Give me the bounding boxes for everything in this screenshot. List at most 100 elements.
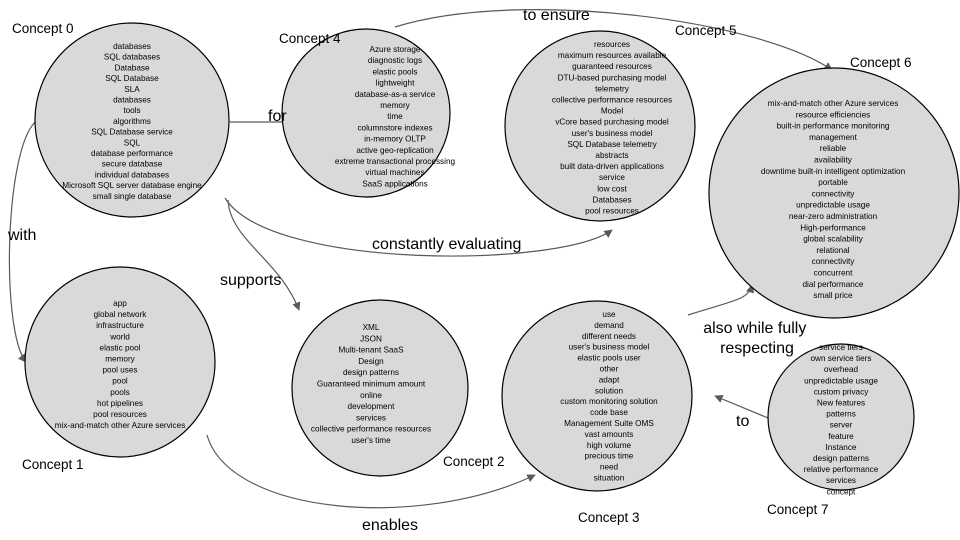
edge-constantly-evaluating <box>224 197 613 257</box>
concept-7-terms: service tiers own service tiers overhead… <box>804 343 879 496</box>
concept-term: user's time <box>351 436 391 445</box>
concept-term: global scalability <box>803 235 864 244</box>
concept-term: different needs <box>582 332 636 341</box>
concept-term: database performance <box>91 149 173 158</box>
concept-titles: Concept 0 Concept 1 Concept 2 Concept 3 … <box>12 21 912 525</box>
concept-term: server <box>830 421 853 430</box>
concept-term: custom privacy <box>814 387 870 396</box>
concept-term: resources <box>594 40 630 49</box>
concept-1-circle <box>24 266 216 458</box>
concept-term: adapt <box>599 375 620 384</box>
concept-term: connectivity <box>812 189 856 198</box>
concept-term: elastic pools <box>372 67 417 76</box>
concept-5-circle <box>504 30 696 222</box>
concept-term: vast amounts <box>585 430 634 439</box>
concept-term: SQL Database telemetry <box>567 140 657 149</box>
concept-term: high volume <box>587 441 632 450</box>
concept-term: elastic pools user <box>577 354 641 363</box>
concept-term: pool uses <box>102 366 137 375</box>
edge-enables <box>206 434 536 509</box>
concept-term: lightweight <box>376 79 415 88</box>
concept-term: guaranteed resources <box>572 62 652 71</box>
concept-term: active geo-replication <box>356 146 434 155</box>
concept-term: algorithms <box>113 117 151 126</box>
concept-4-terms: Azure storage diagnostic logs elastic po… <box>335 45 456 188</box>
concept-term: Instance <box>826 443 857 452</box>
concept-5-terms: resources maximum resources available gu… <box>552 40 672 216</box>
concept-term: design patterns <box>813 454 869 463</box>
concept-term: small single database <box>93 192 172 201</box>
concept-term: concept <box>827 487 856 496</box>
concept-term: concurrent <box>814 269 853 278</box>
concept-term: pool resources <box>93 410 147 419</box>
concept-circles <box>24 22 960 492</box>
concept-term: solution <box>595 386 624 395</box>
concept-term: vCore based purchasing model <box>555 118 669 127</box>
concept-3-circle <box>501 300 693 492</box>
concept-term: DTU-based purchasing model <box>558 73 667 82</box>
concept-term: portable <box>818 178 848 187</box>
edge-label-supports: supports <box>220 272 281 289</box>
concept-term: code base <box>590 408 628 417</box>
concept-term: secure database <box>102 160 163 169</box>
concept-term: telemetry <box>595 84 630 93</box>
concept-6-terms: mix-and-match other Azure services resou… <box>761 99 906 300</box>
concept-1-terms: app global network infrastructure world … <box>55 299 186 430</box>
concept-term: virtual machines <box>365 168 424 177</box>
concept-term: elastic pool <box>100 343 141 352</box>
concept-term: memory <box>380 101 410 110</box>
concept-2-title: Concept 2 <box>443 454 505 469</box>
edge-labels: for to ensure constantly evaluating with… <box>7 7 811 534</box>
concept-term: abstracts <box>595 151 628 160</box>
concept-2-terms: XML JSON Multi-tenant SaaS Design design… <box>311 323 431 445</box>
concept-1-title: Concept 1 <box>22 457 84 472</box>
concept-term: XML <box>363 323 380 332</box>
concept-term: databases <box>113 42 151 51</box>
concept-term: time <box>387 112 403 121</box>
concept-term: extreme transactional processing <box>335 157 456 166</box>
edge-label-to-ensure: to ensure <box>523 7 590 24</box>
concept-term: user's business model <box>572 129 653 138</box>
edge-label-with: with <box>7 227 36 244</box>
edge-label-also-while-fully-respecting: also while fully respecting <box>703 320 811 357</box>
concept-term: connectivity <box>812 257 856 266</box>
concept-term: SLA <box>124 85 140 94</box>
concept-term: built data-driven applications <box>560 162 664 171</box>
concept-term: availability <box>814 156 853 165</box>
concept-term: relational <box>816 246 849 255</box>
concept-4-circle <box>281 28 451 198</box>
concept-term: online <box>360 391 382 400</box>
concept-term: need <box>600 463 619 472</box>
concept-term: relative performance <box>804 465 879 474</box>
concept-7-circle <box>767 343 915 491</box>
concept-term: dial performance <box>803 280 864 289</box>
concept-term: memory <box>105 355 135 364</box>
concept-term: demand <box>594 321 624 330</box>
concept-term: service tiers <box>819 343 863 352</box>
concept-term: SQL Database <box>105 74 159 83</box>
concept-0-circle <box>34 22 230 218</box>
concept-term: JSON <box>360 334 382 343</box>
concept-term: management <box>809 133 858 142</box>
concept-term: hot pipelines <box>97 399 143 408</box>
concept-term: SQL <box>124 138 141 147</box>
concept-term: design patterns <box>343 368 399 377</box>
concept-term: services <box>826 476 856 485</box>
concept-term: development <box>348 402 396 411</box>
concept-term: global network <box>94 310 148 319</box>
concept-term: tools <box>123 106 140 115</box>
edge-to-ensure <box>394 9 833 71</box>
concept-term: Databases <box>592 195 631 204</box>
edge-label-to: to <box>736 413 749 430</box>
concept-term: service <box>599 173 625 182</box>
concept-term: Microsoft SQL server database engine <box>62 181 202 190</box>
concept-term: in-memory OLTP <box>364 135 426 144</box>
edge-with <box>8 119 39 363</box>
concept-term: use <box>602 310 616 319</box>
concept-term: Guaranteed minimum amount <box>317 380 426 389</box>
concept-3-terms: use demand different needs user's busine… <box>560 310 658 483</box>
concept-term: individual databases <box>95 170 169 179</box>
concept-term: unpredictable usage <box>804 376 878 385</box>
concept-term: user's business model <box>569 343 650 352</box>
concept-term: near-zero administration <box>789 212 878 221</box>
